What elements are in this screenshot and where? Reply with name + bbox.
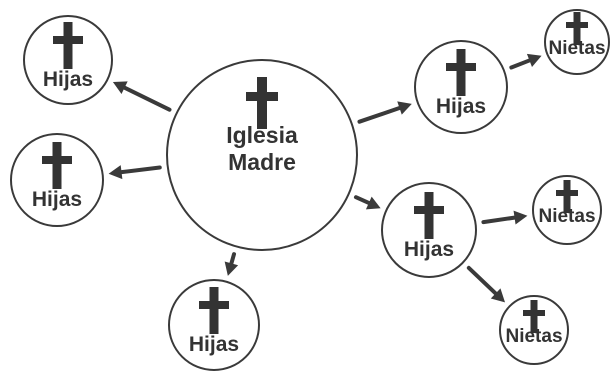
cross-icon [42,142,72,189]
arrowhead-icon [112,81,128,94]
arrow-line [119,165,162,175]
node-label: Hijas [189,333,239,356]
node-circle [166,59,358,251]
node-hija-5: Hijas [381,182,477,278]
node-nieta-2: Nietas [532,175,602,245]
node-label: Iglesia [226,122,298,148]
arrow-madre-to-hija-3 [224,252,239,276]
node-label: Madre [228,149,296,175]
arrowhead-icon [526,53,542,67]
arrow-madre-to-hija-4 [357,101,412,124]
node-label: Hijas [436,95,486,118]
arrow-line [466,265,498,296]
arrow-line [353,195,371,205]
cross-icon [414,192,444,239]
node-label: Nietas [538,206,595,227]
arrow-madre-to-hija-2 [108,165,162,180]
cross-icon [556,180,578,213]
arrow-madre-to-hija-1 [112,81,172,112]
node-hija-1: Hijas [23,15,113,105]
arrow-hija-4-to-nieta-1 [509,53,542,70]
cross-icon [566,12,588,45]
arrowhead-icon [490,288,506,303]
node-label: Nietas [548,38,605,59]
arrowhead-icon [397,101,412,115]
node-hija-4: Hijas [414,40,508,134]
node-hija-3: Hijas [168,279,260,371]
node-label: Hijas [43,68,93,91]
node-nieta-1: Nietas [544,9,610,75]
arrowhead-icon [513,210,528,225]
cross-icon [53,22,83,69]
nodes-layer: IglesiaMadreHijasHijasHijasHijasHijasNie… [10,9,610,371]
node-label: Hijas [32,188,82,211]
cross-icon [523,300,545,333]
cross-icon [199,287,229,334]
arrow-line [509,58,532,70]
cross-icon [246,77,278,129]
arrowhead-icon [108,165,123,180]
arrow-line [229,252,237,266]
arrowhead-icon [365,196,381,210]
arrow-line [122,85,172,112]
arrow-hija-5-to-nieta-3 [466,265,506,303]
arrow-line [481,215,517,225]
node-label: Hijas [404,238,454,261]
node-nieta-3: Nietas [499,295,569,365]
cross-icon [446,49,476,96]
node-hija-2: Hijas [10,133,104,227]
arrow-line [357,106,402,124]
arrowhead-icon [224,261,239,276]
arrow-hija-5-to-nieta-2 [481,210,528,225]
edges-layer [108,53,542,303]
arrow-madre-to-hija-5 [353,195,381,210]
node-label: Nietas [505,326,562,347]
